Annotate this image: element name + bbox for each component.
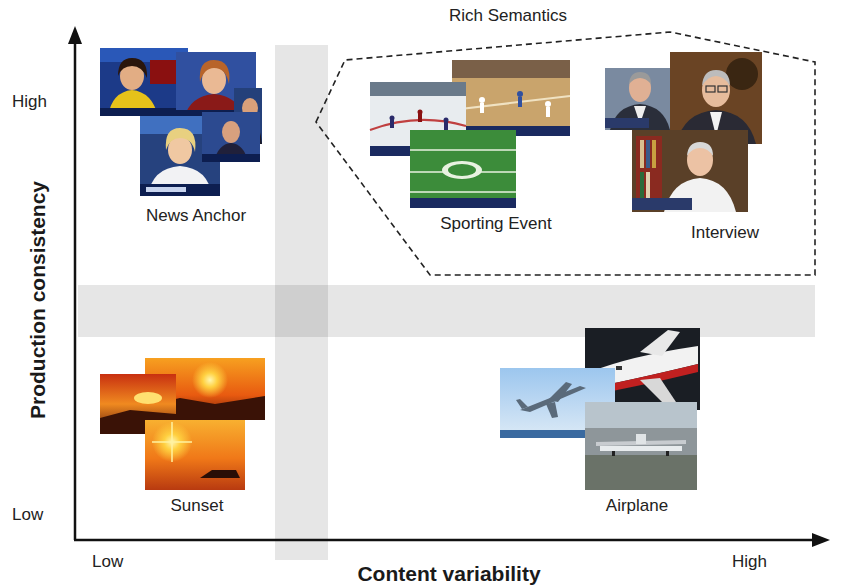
axis-title: Content variability: [357, 562, 540, 586]
image-caption: Sporting Event: [440, 214, 552, 234]
image-cluster: Airplane: [498, 325, 703, 520]
image-caption: Interview: [691, 223, 759, 243]
image-caption: Airplane: [606, 496, 668, 516]
region-heading: Rich Semantics: [449, 6, 567, 26]
region-border: [316, 32, 815, 275]
axis-tick-label: Low: [12, 505, 43, 525]
rich-semantics-region: Rich SemanticsSporting Event Interview: [314, 6, 818, 280]
image-caption: Sunset: [171, 496, 224, 516]
axis-title: Production consistency: [26, 181, 50, 419]
image-cluster: Sporting Event: [368, 54, 573, 239]
image-cluster: News Anchor: [98, 46, 266, 232]
image-cluster: Sunset: [98, 355, 268, 520]
image-cluster: Interview: [600, 48, 765, 248]
axis-tick-label: High: [12, 92, 47, 112]
axis-tick-label: Low: [92, 552, 123, 572]
image-caption: News Anchor: [146, 206, 246, 226]
axis-tick-label: High: [732, 552, 767, 572]
